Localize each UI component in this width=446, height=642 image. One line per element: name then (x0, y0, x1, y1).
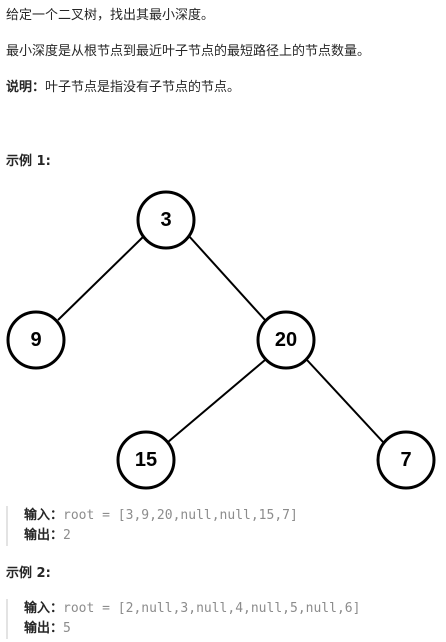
tree-node-3 (136, 190, 196, 250)
output-label: 输出： (24, 528, 64, 543)
tree-node-label-15: 15 (135, 449, 157, 471)
tree-node-label-20: 20 (275, 329, 297, 351)
input-label: 输入： (24, 601, 64, 616)
tree-node-15 (116, 430, 176, 490)
tree-node-label-3: 3 (160, 209, 171, 231)
tree-node-20 (256, 310, 316, 370)
input-label: 输入： (24, 508, 64, 523)
tree-node-label-7: 7 (400, 449, 411, 471)
note-label: 说明： (6, 80, 46, 95)
tree-node-7 (376, 430, 436, 490)
problem-statement: 给定一个二叉树，找出其最小深度。 (6, 8, 215, 23)
example2-io-block: 输入：root = [2,null,3,null,4,null,5,null,6… (6, 599, 438, 639)
output-label: 输出： (24, 621, 64, 636)
output-value: 5 (63, 621, 71, 636)
input-value: root = [2,null,3,null,4,null,5,null,6] (63, 601, 361, 616)
example1-input-line: 输入：root = [3,9,20,null,null,15,7] (24, 506, 438, 526)
binary-tree-diagram: 3 9 20 15 7 (6, 190, 436, 490)
edge-3-20 (187, 234, 266, 321)
tree-node-9 (6, 310, 66, 370)
edge-3-9 (57, 234, 146, 321)
tree-node-label-9: 9 (30, 329, 41, 351)
edge-20-7 (306, 359, 384, 443)
example1-title: 示例 1: (6, 154, 51, 169)
example2-title: 示例 2: (6, 566, 51, 581)
example1-io-block: 输入：root = [3,9,20,null,null,15,7] 输出：2 (6, 506, 438, 546)
output-value: 2 (63, 528, 71, 543)
note-text: 叶子节点是指没有子节点的节点。 (45, 80, 241, 95)
example2-output-line: 输出：5 (24, 619, 438, 639)
input-value: root = [3,9,20,null,null,15,7] (63, 508, 298, 523)
problem-definition: 最小深度是从根节点到最近叶子节点的最短路径上的节点数量。 (6, 44, 371, 59)
example1-output-line: 输出：2 (24, 526, 438, 546)
edge-20-15 (167, 359, 266, 443)
example2-input-line: 输入：root = [2,null,3,null,4,null,5,null,6… (24, 599, 438, 619)
problem-note: 说明：叶子节点是指没有子节点的节点。 (6, 79, 240, 97)
